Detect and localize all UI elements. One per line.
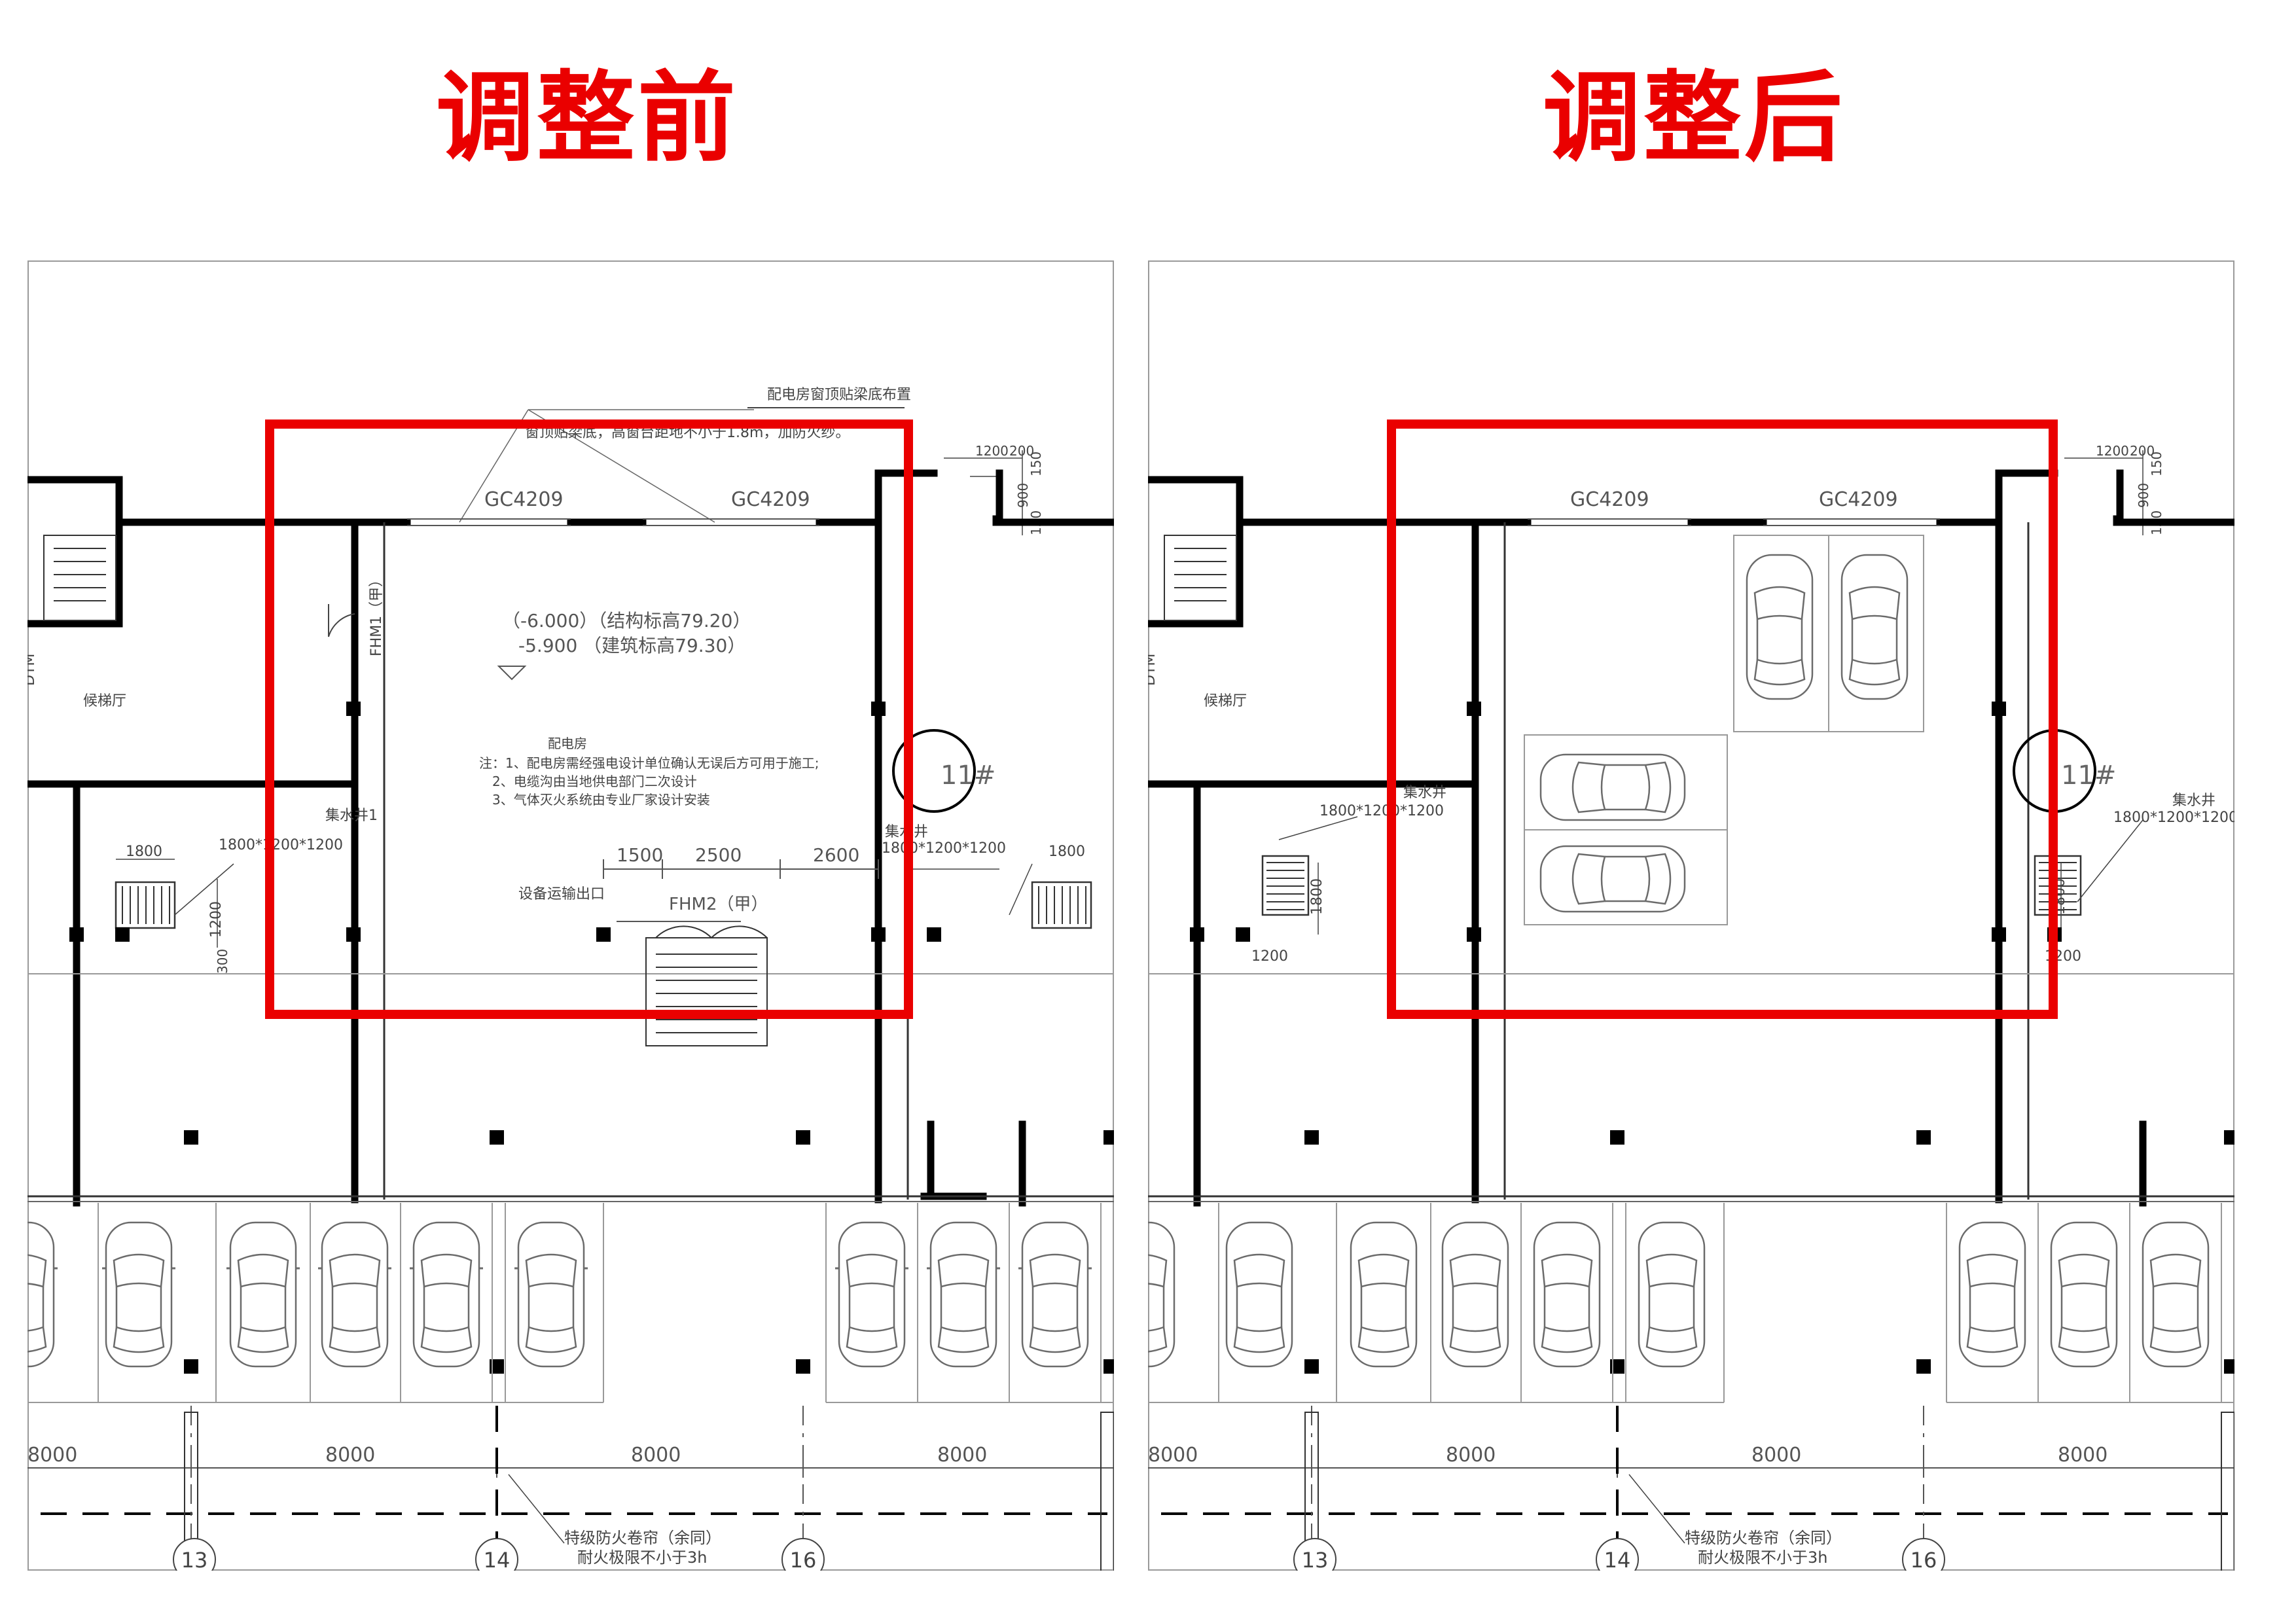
heading-before: 调整前: [435, 60, 738, 175]
bay-dim-3: 8000: [1751, 1444, 1801, 1467]
door-fhm2: FHM2（甲）: [669, 895, 768, 914]
bay-dim-2: 8000: [325, 1444, 375, 1467]
door-fhm1: FHM1（甲）: [368, 573, 385, 656]
dim-200-top: 200: [1009, 443, 1034, 459]
exit-label: 设备运输出口: [518, 886, 605, 902]
sump-left-dim-v: 1800: [1309, 878, 1325, 915]
note-2: 2、电缆沟由当地供电部门二次设计: [492, 774, 697, 789]
axis-14: 14: [1604, 1548, 1631, 1571]
lift-hall-label: 候梯厅: [1204, 693, 1247, 709]
dim-900-top: 900: [1015, 483, 1031, 508]
bay-dim-1: 8000: [27, 1444, 77, 1467]
dim-1200-top: 1200: [2096, 443, 2129, 459]
sump-right-size: 1800*1200*1200: [882, 840, 1006, 857]
highlight-box-after: [1387, 419, 2058, 1019]
sump-left-dim: 1800: [126, 844, 162, 860]
plan-after: 1200 200 150 900 150 GC4209 GC4209 D: [1148, 260, 2234, 1571]
sump-left-label: 集水井1: [325, 808, 378, 824]
room-name: 配电房: [548, 736, 587, 751]
room-dim-1: 1500: [617, 844, 663, 866]
axis-13: 13: [181, 1548, 208, 1571]
sheet-frame: [27, 260, 1114, 1571]
elev-arch: -5.900 （建筑标高79.30）: [518, 635, 745, 656]
walls: [27, 469, 1114, 1207]
bay-dim-2: 8000: [1446, 1444, 1496, 1467]
shutter-note: 特级防火卷帘（余同）: [1685, 1529, 1842, 1547]
shutter-fire: 耐火极限不小于3h: [577, 1548, 707, 1567]
note-1: 注：1、配电房需经强电设计单位确认无误后方可用于施工;: [479, 755, 819, 771]
lift-hall-label: 候梯厅: [83, 693, 126, 709]
axis-16: 16: [790, 1548, 817, 1571]
dim-1200-top: 1200: [975, 443, 1009, 459]
heading-after: 调整后: [1542, 60, 1845, 175]
dim-150-top: 150: [1028, 452, 1044, 476]
plan-before: 配电房窗顶贴梁底布置 窗顶贴梁底，高窗台距地不小于1.8m，加防火纱。 1200…: [27, 260, 1114, 1571]
sump-right-dim: 1800: [1049, 844, 1085, 860]
axis-16: 16: [1910, 1548, 1937, 1571]
shutter-note: 特级防火卷帘（余同）: [564, 1529, 721, 1547]
window-label-2: GC4209: [731, 488, 810, 511]
walls: [1148, 469, 2234, 1207]
shutter-fire: 耐火极限不小于3h: [1698, 1548, 1827, 1567]
axis-bubble-top: 11#: [2061, 760, 2116, 791]
window-label-1: GC4209: [1570, 488, 1649, 511]
dtm-label: DTM: [1148, 654, 1158, 686]
note-3: 3、气体灭火系统由专业厂家设计安装: [492, 792, 710, 808]
highlight-box-before: [265, 419, 913, 1019]
room-dim-2: 2500: [695, 844, 742, 866]
sump-right-label: 集水井: [2172, 793, 2215, 809]
dim-1200-left: 1200: [1251, 948, 1288, 965]
bay-dim-1: 8000: [1148, 1444, 1198, 1467]
bay-dim-3: 8000: [631, 1444, 681, 1467]
elev-struct: （-6.000）（结构标高79.20）: [502, 610, 751, 632]
window-label-2: GC4209: [1819, 488, 1898, 511]
dim-300: 300: [215, 949, 230, 974]
sheet-frame: [1148, 260, 2234, 1571]
axis-bubble-top: 11#: [941, 760, 996, 791]
dim-900-top: 900: [2136, 483, 2151, 508]
dtm-label: DTM: [27, 654, 38, 686]
sump-left-size: 1800*1200*1200: [1319, 803, 1444, 819]
room-dim-3: 2600: [813, 844, 859, 866]
bay-dim-4: 8000: [937, 1444, 987, 1467]
sump-left-label: 集水井: [1403, 785, 1446, 801]
window-label-1: GC4209: [484, 488, 564, 511]
bay-dim-4: 8000: [2058, 1444, 2108, 1467]
sump-left-size: 1800*1200*1200: [219, 837, 343, 853]
dim-200-top: 200: [2130, 443, 2155, 459]
axis-13: 13: [1302, 1548, 1329, 1571]
sump-left-dim-v: 1200: [208, 901, 224, 938]
axis-14: 14: [484, 1548, 511, 1571]
sump-right-size: 1800*1200*1200: [2113, 810, 2234, 826]
dim-150-top: 150: [2149, 452, 2164, 476]
window-note: 配电房窗顶贴梁底布置: [767, 387, 911, 403]
